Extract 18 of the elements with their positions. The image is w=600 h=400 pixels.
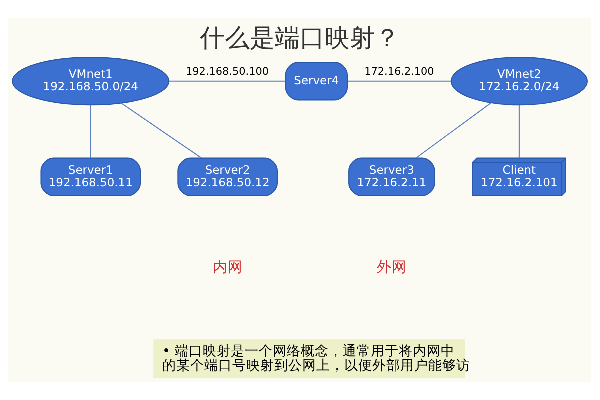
node-box: Server2 192.168.50.12	[178, 158, 278, 196]
connector	[518, 105, 520, 158]
node-ellipse: VMnet2 172.16.2.0/24	[450, 57, 588, 106]
label: 外网	[376, 258, 407, 276]
label: • 端口映射是一个网络概念，通常用于将内网中的某个端口号映射到公网上，以便外部用户能够访	[162, 343, 470, 374]
connector	[416, 102, 492, 159]
node-box: Server4	[285, 62, 348, 101]
connector	[90, 105, 92, 158]
connector	[170, 80, 286, 82]
diagram-title: 什么是端口映射？	[200, 23, 400, 52]
connector	[348, 80, 452, 82]
connector	[121, 102, 202, 159]
label: 内网	[212, 258, 243, 276]
node-ellipse: VMnet1 192.168.50.0/24	[12, 57, 170, 106]
node-box: Server1 192.168.50.11	[40, 158, 142, 196]
edge-label: 172.16.2.100	[364, 66, 434, 78]
node-box: Server3 172.16.2.11	[348, 158, 436, 196]
edge-label: 192.168.50.100	[186, 66, 270, 78]
